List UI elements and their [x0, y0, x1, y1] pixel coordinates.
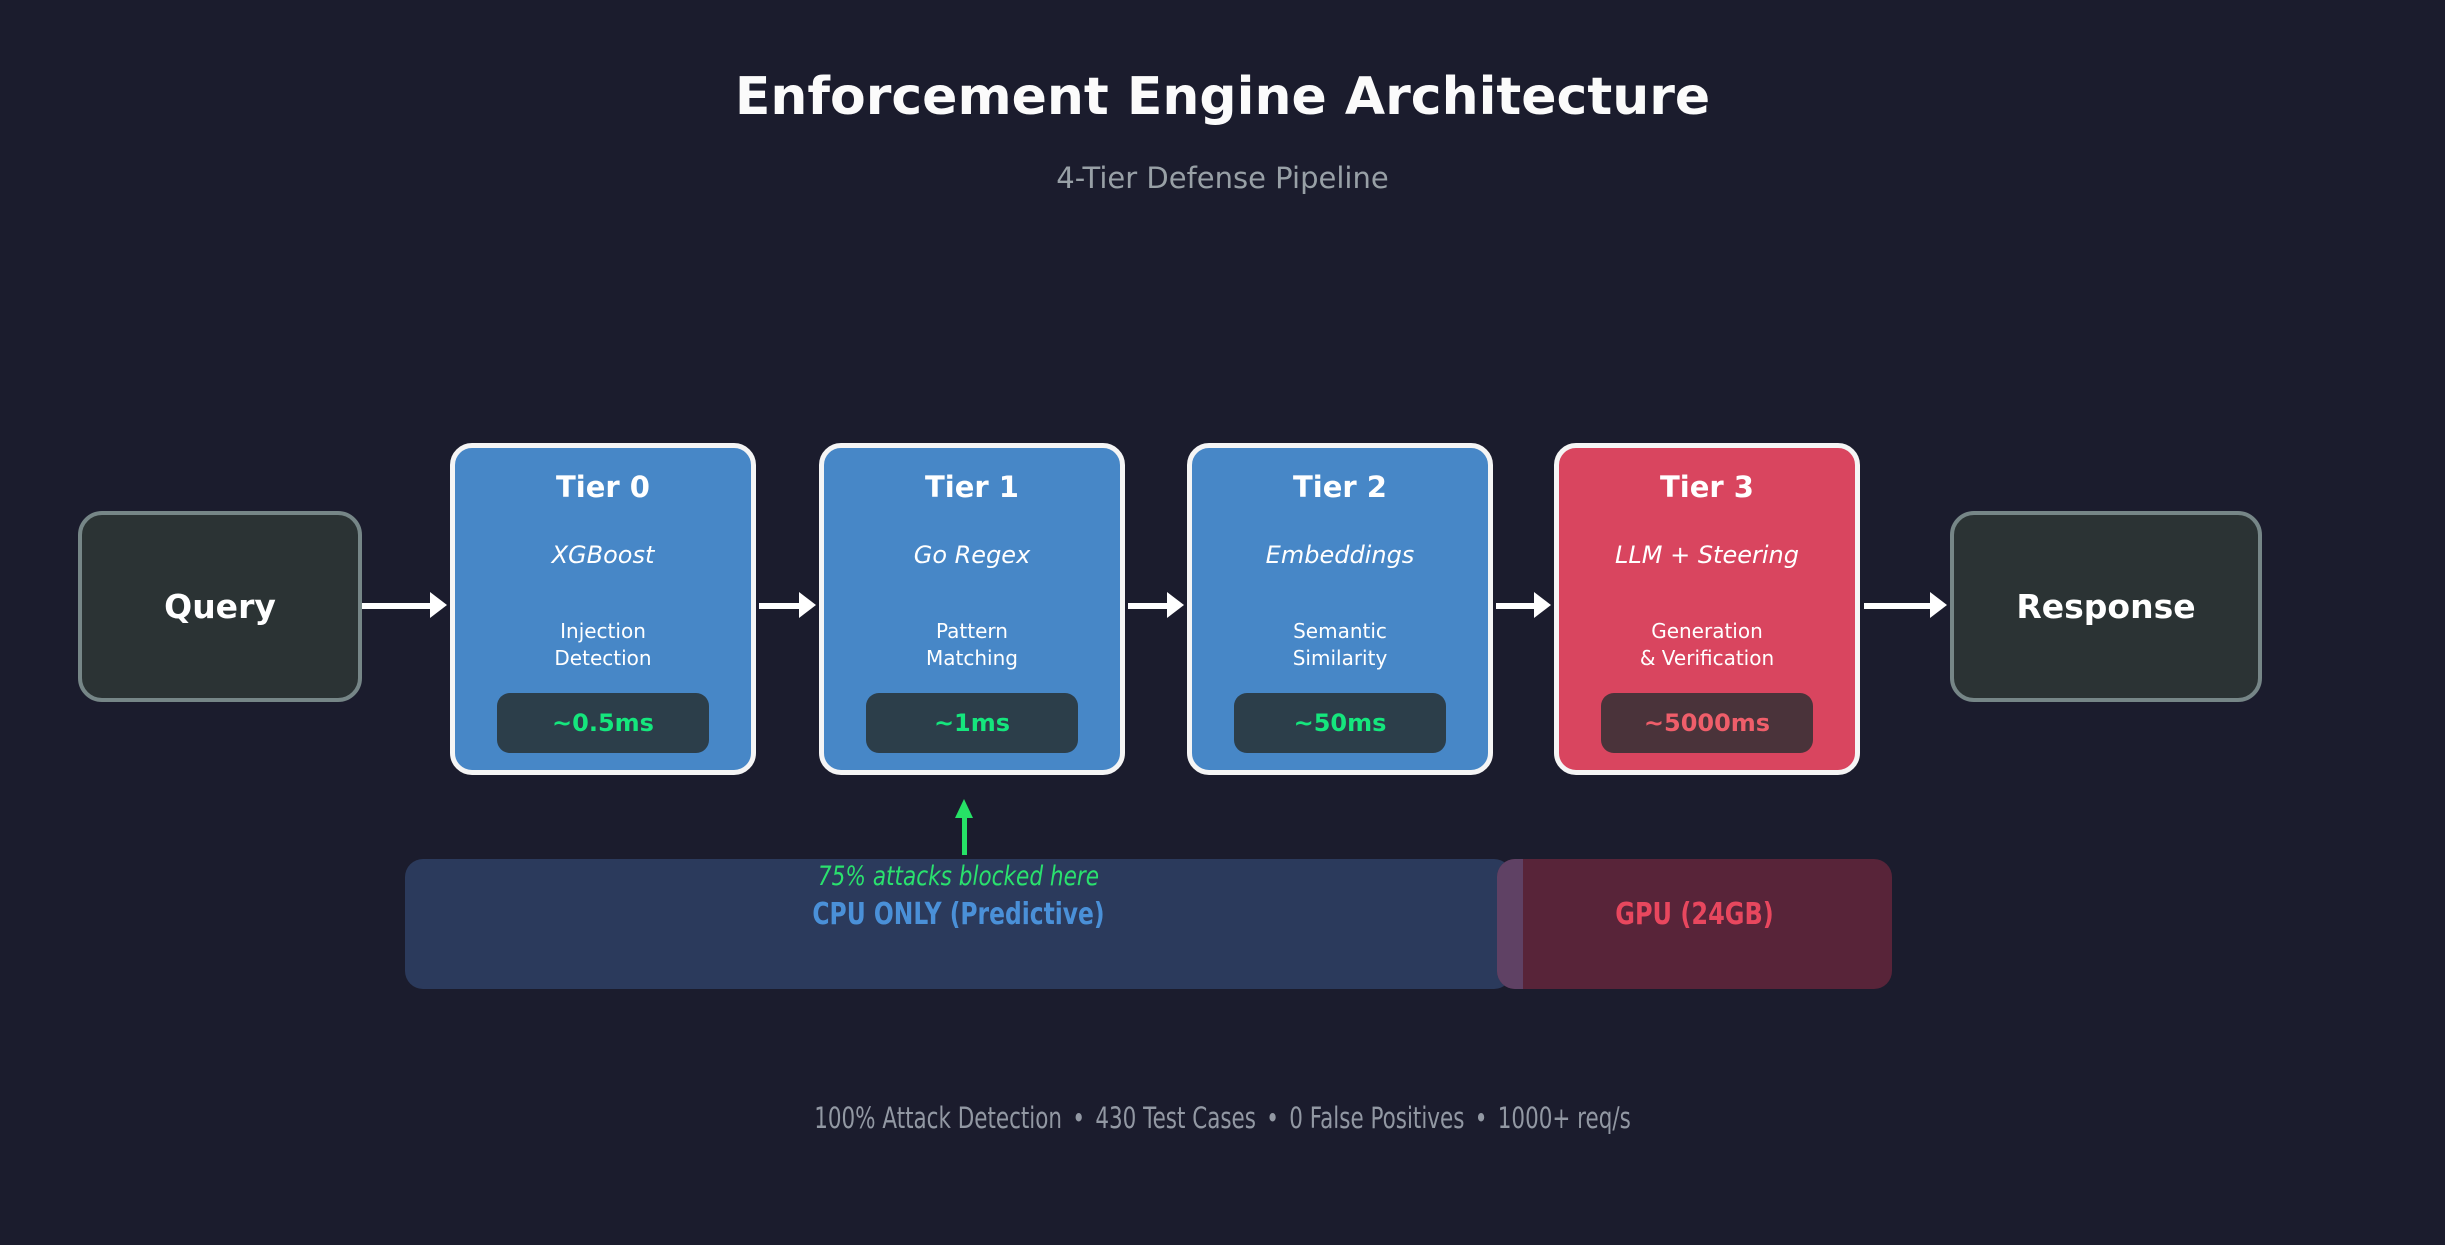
flow-arrow — [1496, 603, 1535, 609]
footer-stats: 100% Attack Detection • 430 Test Cases • 0 F… — [318, 1100, 2127, 1136]
tier-1-description: Pattern Matching — [926, 619, 1018, 670]
tier-3-box: Tier 3 LLM + Steering Generation & Verif… — [1554, 443, 1860, 775]
tier-0-description: Injection Detection — [554, 619, 652, 670]
tier-0-tech: XGBoost — [551, 541, 655, 569]
stat-separator: • — [1266, 1101, 1279, 1135]
stat-attack-detection: 100% Attack Detection — [814, 1101, 1062, 1135]
gpu-zone-label: GPU (24GB) — [1615, 897, 1774, 932]
tier-3-title: Tier 3 — [1660, 470, 1754, 504]
response-node: Response — [1950, 511, 2262, 702]
tier-0-box: Tier 0 XGBoost Injection Detection ~0.5m… — [450, 443, 756, 775]
tier-1-box: Tier 1 Go Regex Pattern Matching ~1ms — [819, 443, 1125, 775]
flow-arrowhead-icon — [430, 592, 447, 618]
cpu-zone — [405, 859, 1512, 989]
stat-separator: • — [1072, 1101, 1085, 1135]
query-node-label: Query — [164, 587, 276, 626]
tier-2-title: Tier 2 — [1293, 470, 1387, 504]
tier-3-latency-badge: ~5000ms — [1601, 693, 1813, 753]
blocked-arrow-head-icon — [955, 799, 973, 818]
tier-1-latency-badge: ~1ms — [866, 693, 1078, 753]
stat-false-positives: 0 False Positives — [1289, 1101, 1465, 1135]
tier-2-latency-badge: ~50ms — [1234, 693, 1446, 753]
page-subtitle: 4-Tier Defense Pipeline — [1056, 161, 1389, 195]
flow-arrow — [759, 603, 800, 609]
tier-2-tech: Embeddings — [1265, 541, 1415, 569]
query-node: Query — [78, 511, 362, 702]
flow-arrow — [362, 603, 431, 609]
cpu-zone-label: CPU ONLY (Predictive) — [812, 897, 1105, 932]
tier-1-title: Tier 1 — [925, 470, 1019, 504]
tier-1-tech: Go Regex — [913, 541, 1031, 569]
flow-arrowhead-icon — [1930, 592, 1947, 618]
flow-arrow — [1128, 603, 1168, 609]
stat-throughput: 1000+ req/s — [1497, 1101, 1631, 1135]
stat-test-cases: 430 Test Cases — [1095, 1101, 1256, 1135]
blocked-note: 75% attacks blocked here — [817, 861, 1100, 892]
page-title: Enforcement Engine Architecture — [734, 67, 1711, 127]
zone-overlap — [1497, 859, 1523, 989]
tier-0-latency-badge: ~0.5ms — [497, 693, 709, 753]
blocked-arrow — [962, 817, 967, 855]
flow-arrow — [1864, 603, 1931, 609]
tier-0-title: Tier 0 — [556, 470, 650, 504]
flow-arrowhead-icon — [1534, 592, 1551, 618]
tier-3-description: Generation & Verification — [1639, 619, 1775, 670]
tier-2-description: Semantic Similarity — [1292, 619, 1388, 670]
tier-3-tech: LLM + Steering — [1615, 541, 1799, 569]
response-node-label: Response — [2016, 587, 2196, 626]
stat-separator: • — [1474, 1101, 1488, 1135]
tier-2-box: Tier 2 Embeddings Semantic Similarity ~5… — [1187, 443, 1493, 775]
flow-arrowhead-icon — [799, 592, 816, 618]
flow-arrowhead-icon — [1167, 592, 1184, 618]
gpu-zone — [1497, 859, 1892, 989]
